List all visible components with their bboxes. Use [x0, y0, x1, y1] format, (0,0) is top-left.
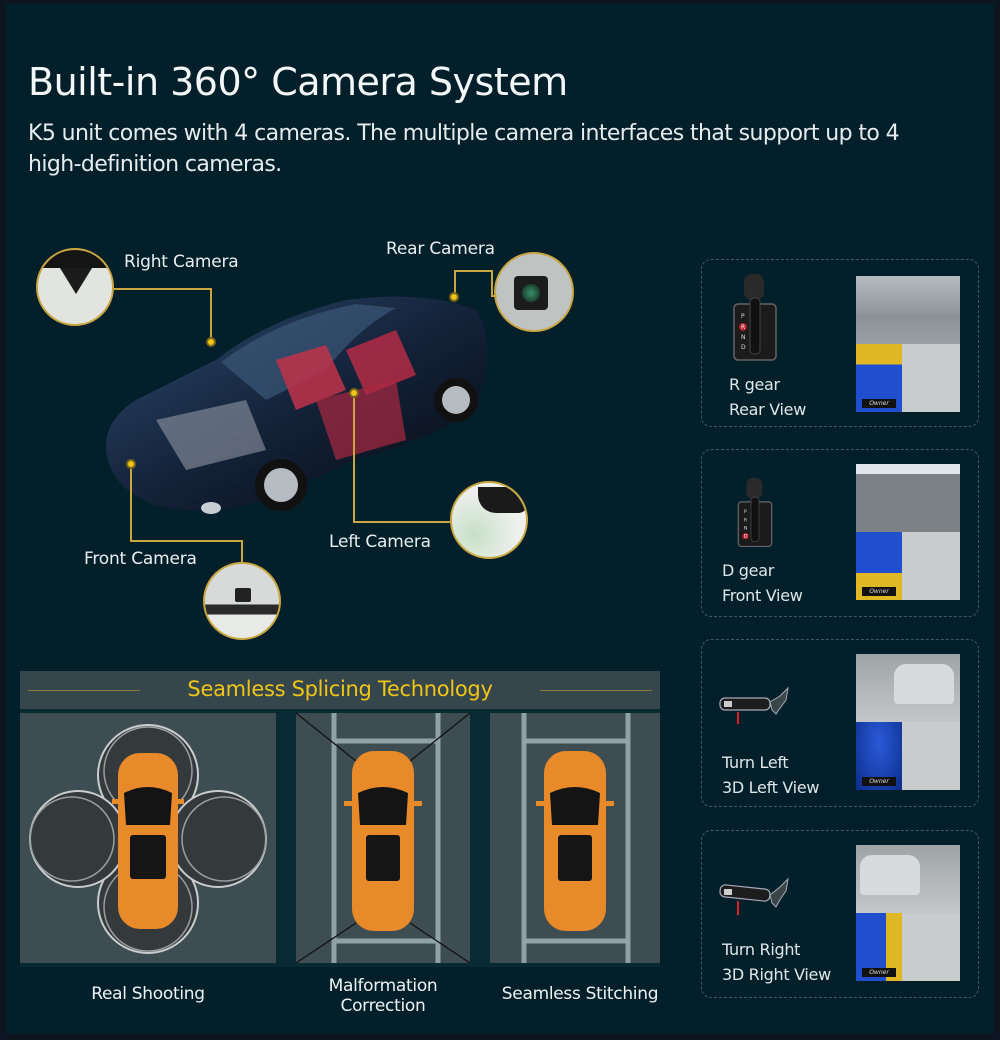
mode-card-turn-right: Turn Right 3D Right View Owner — [701, 830, 979, 998]
real-shooting-caption: Real Shooting — [91, 984, 205, 1004]
real-shooting-tile — [20, 713, 276, 963]
malformation-correction-tile — [296, 713, 470, 963]
svg-text:R: R — [741, 324, 745, 331]
camera-lens-icon — [522, 284, 540, 302]
svg-text:N: N — [741, 334, 746, 341]
right-camera-label: Right Camera — [124, 252, 239, 272]
front-camera-label: Front Camera — [84, 549, 197, 569]
left-camera-leader-line — [353, 398, 355, 522]
mode-label: Turn Right 3D Right View — [722, 940, 831, 984]
front-camera-leader-line — [130, 469, 132, 541]
mode-label: Turn Left 3D Left View — [722, 753, 820, 797]
orange-suv-topdown — [344, 751, 422, 931]
svg-text:R: R — [744, 518, 748, 524]
page: Built-in 360° Camera System K5 unit come… — [6, 4, 994, 1034]
seamless-splicing-panel: Seamless Splicing Technology — [20, 671, 660, 967]
camera-dome-icon — [60, 268, 92, 294]
page-subtitle: K5 unit comes with 4 cameras. The multip… — [28, 121, 900, 177]
right-camera-leader-line — [114, 288, 212, 290]
orange-suv-topdown — [112, 753, 184, 929]
front-camera-marker — [126, 459, 136, 469]
svg-text:P: P — [744, 509, 747, 515]
splice-header: Seamless Splicing Technology — [20, 671, 660, 709]
front-camera-thumbnail — [203, 562, 281, 640]
mode-label: D gear Front View — [722, 561, 803, 605]
rear-camera-leader-line — [454, 270, 456, 294]
rear-view-screen: Owner — [856, 276, 960, 412]
svg-text:N: N — [744, 526, 748, 532]
page-title: Built-in 360° Camera System — [28, 60, 568, 104]
svg-text:D: D — [741, 344, 746, 351]
svg-text:D: D — [744, 534, 748, 540]
3d-car-render — [860, 855, 920, 895]
correction-diagram — [296, 713, 470, 963]
turn-signal-stalk-icon — [719, 877, 789, 915]
gear-shifter-icon: P R N D — [733, 274, 777, 361]
front-view-screen: Owner — [856, 464, 960, 600]
right-camera-marker — [206, 337, 216, 347]
camera-coverage-diagram — [29, 724, 267, 954]
seamless-stitching-tile — [490, 713, 660, 963]
splice-title: Seamless Splicing Technology — [187, 677, 493, 701]
left-camera-thumbnail — [450, 481, 528, 559]
left-3d-view-screen: Owner — [856, 654, 960, 790]
turn-signal-stalk-icon — [719, 686, 789, 724]
mode-card-r-gear: P R N D R gear Rear View Owner — [701, 259, 979, 427]
svg-text:P: P — [741, 313, 745, 320]
stitching-diagram — [521, 713, 631, 963]
mode-label: R gear Rear View — [729, 375, 806, 419]
gear-shifter-icon: P R N D — [737, 478, 773, 548]
left-camera-marker — [349, 388, 359, 398]
malformation-correction-caption: Malformation Correction — [328, 976, 438, 1016]
seamless-stitching-caption: Seamless Stitching — [501, 984, 659, 1004]
right-camera-thumbnail — [36, 248, 114, 326]
3d-car-render — [894, 664, 954, 704]
mode-card-d-gear: P R N D D gear Front View Owner — [701, 449, 979, 617]
rear-camera-marker — [449, 292, 459, 302]
rear-camera-thumbnail — [494, 252, 574, 332]
mode-card-turn-left: Turn Left 3D Left View Owner — [701, 639, 979, 807]
left-camera-label: Left Camera — [329, 532, 431, 552]
right-3d-view-screen: Owner — [856, 845, 960, 981]
orange-suv-topdown — [536, 751, 614, 931]
rear-camera-label: Rear Camera — [386, 239, 495, 259]
car-xray-image — [105, 296, 488, 514]
